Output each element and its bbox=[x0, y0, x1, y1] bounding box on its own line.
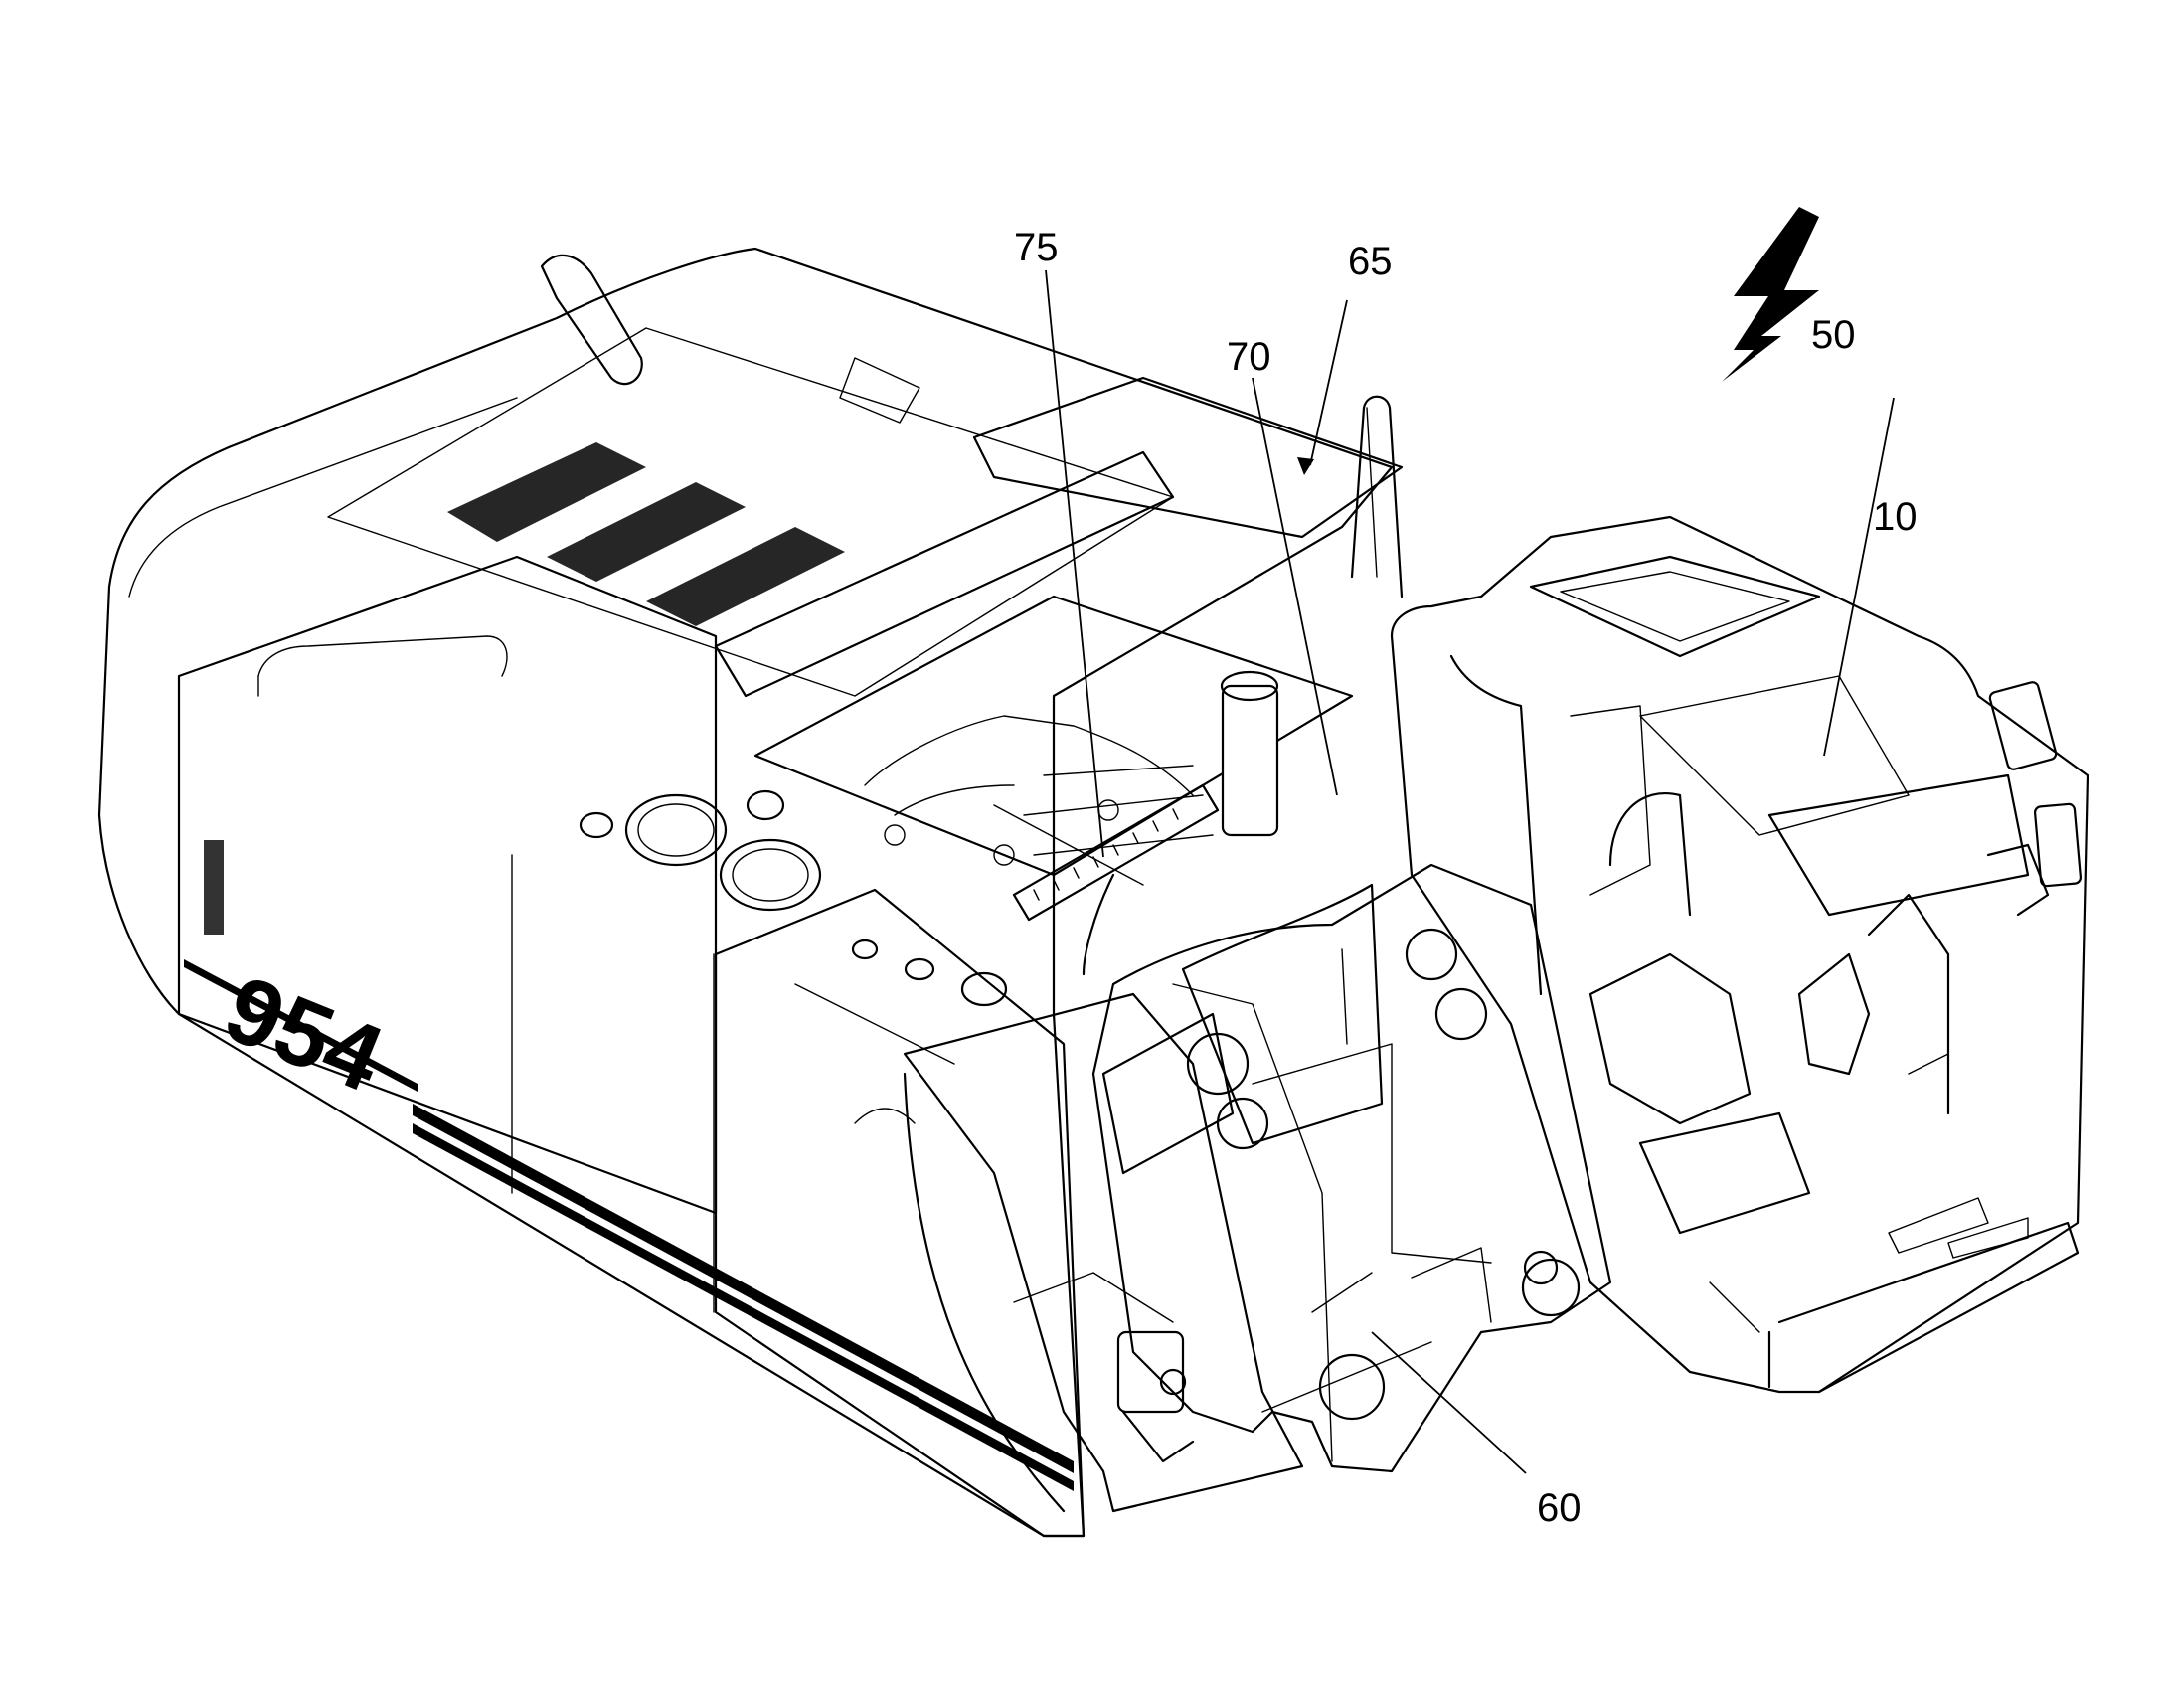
label-65: 65 bbox=[1348, 240, 1393, 283]
engine-hood bbox=[714, 376, 1404, 698]
model-marking: 954 bbox=[211, 955, 397, 1112]
reference-labels: 75 65 70 50 10 60 bbox=[1014, 226, 1918, 1530]
main-frame bbox=[1091, 863, 1612, 1473]
model-stripes bbox=[184, 840, 1074, 1491]
vent-grille bbox=[327, 327, 1174, 697]
leader-lines bbox=[1045, 269, 1895, 1474]
label-75: 75 bbox=[1014, 226, 1059, 269]
rear-housing bbox=[97, 247, 1394, 1538]
label-50: 50 bbox=[1811, 313, 1856, 357]
cab-support-plate bbox=[1181, 883, 1384, 1145]
label-60: 60 bbox=[1537, 1486, 1582, 1530]
label-70: 70 bbox=[1227, 335, 1271, 379]
label-10: 10 bbox=[1873, 495, 1918, 539]
exhaust-pipe bbox=[540, 254, 643, 386]
operator-cab bbox=[1390, 515, 2089, 1394]
handrail bbox=[1350, 395, 1404, 598]
cable-duct bbox=[1012, 783, 1220, 976]
view-direction-arrow-icon bbox=[1722, 207, 1819, 382]
access-door bbox=[903, 992, 1304, 1513]
fuel-caps bbox=[579, 789, 1008, 1007]
engine-compartment bbox=[753, 595, 1354, 886]
